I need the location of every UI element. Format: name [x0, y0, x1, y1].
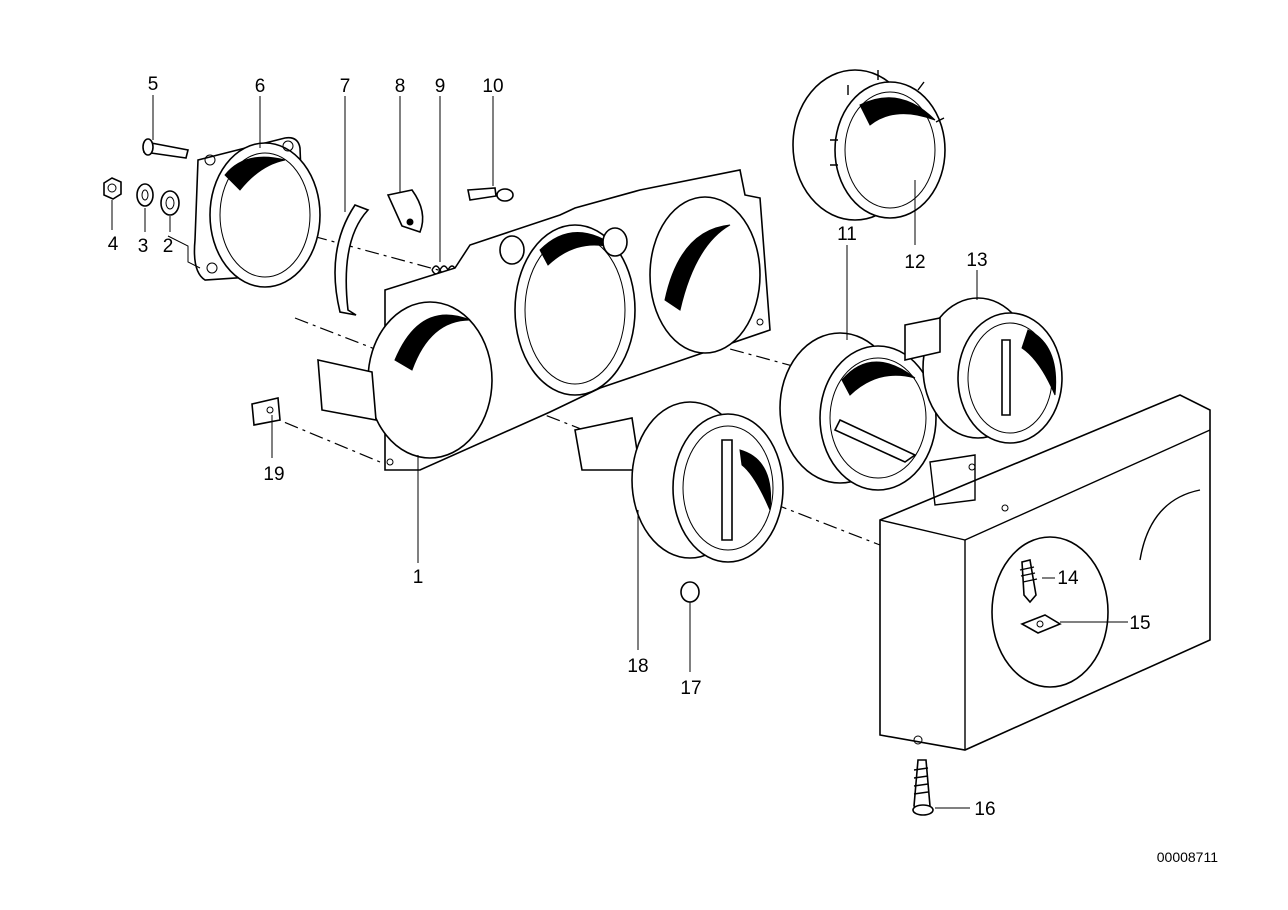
part-15-clip	[1020, 614, 1062, 634]
callout-19: 19	[263, 464, 284, 485]
console-housing	[879, 394, 1211, 751]
part-8-lever	[386, 189, 424, 233]
callout-7: 7	[340, 76, 351, 97]
part-11-knob	[779, 332, 937, 491]
callout-12: 12	[904, 252, 925, 273]
reference-number: 00008711	[1157, 849, 1218, 865]
callout-1: 1	[413, 567, 424, 588]
part-1-carrier-panel	[317, 169, 771, 471]
callout-18: 18	[627, 656, 648, 677]
leader-lines	[111, 95, 1128, 809]
axis-line-lower	[294, 317, 881, 546]
callout-3: 3	[138, 236, 149, 257]
part-2-washer	[160, 190, 180, 216]
callout-10: 10	[482, 76, 503, 97]
part-16-screw	[912, 759, 934, 816]
callout-15: 15	[1129, 613, 1150, 634]
part-17-cap	[680, 581, 700, 603]
callout-6: 6	[255, 76, 266, 97]
part-19-clip	[251, 397, 281, 426]
part-12-toothed-ring	[792, 69, 946, 221]
callout-2: 2	[163, 236, 174, 257]
part-5-screw	[142, 138, 189, 159]
callout-17: 17	[680, 678, 701, 699]
callout-8: 8	[395, 76, 406, 97]
part-4-nut	[103, 177, 122, 200]
callout-labels: 5 6 7 8 9 10 4 3 2 11 12 13 19 1 18 17 1…	[108, 74, 1151, 820]
part-3-washer	[136, 183, 154, 207]
callout-14: 14	[1057, 568, 1079, 589]
callout-4: 4	[108, 234, 119, 255]
callout-9: 9	[435, 76, 446, 97]
part-13-knob	[904, 297, 1063, 444]
part-10-bulb	[467, 187, 514, 202]
callout-13: 13	[966, 250, 987, 271]
part-7-clip	[334, 204, 370, 316]
part-14-screw	[1019, 559, 1038, 604]
part-6-housing	[193, 136, 321, 288]
callout-11: 11	[837, 224, 857, 245]
callout-5: 5	[148, 74, 159, 95]
callout-16: 16	[974, 799, 995, 820]
part-18-knob	[574, 401, 784, 563]
